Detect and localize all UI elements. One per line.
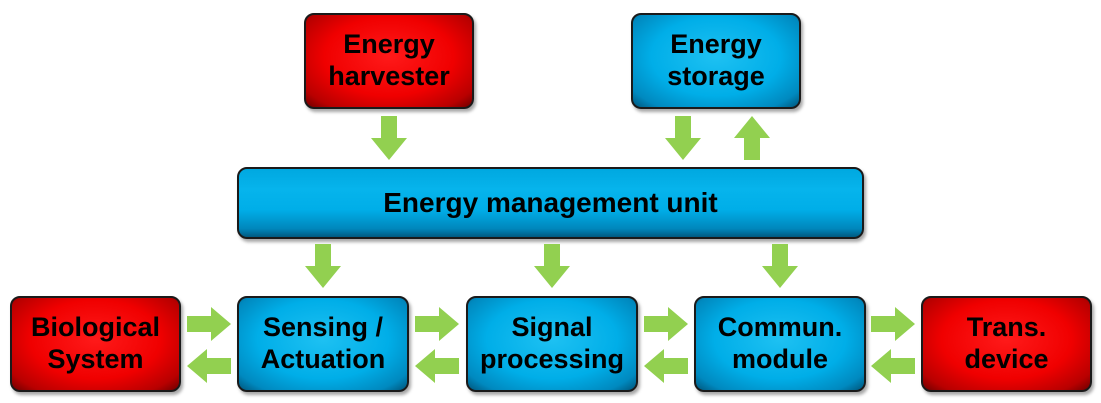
- arrow-sensing-to-bio: [187, 349, 231, 383]
- commun-module-label: Commun. module: [717, 312, 843, 374]
- sensing-actuation-block: Sensing / Actuation: [237, 296, 409, 392]
- energy-management-unit-label: Energy management unit: [383, 187, 718, 219]
- trans-device-label: Trans. device: [964, 312, 1049, 374]
- arrow-emu-to-signal: [534, 244, 570, 288]
- arrow-signal-to-commun: [644, 307, 688, 341]
- arrow-emu-to-storage: [734, 116, 770, 160]
- energy-harvester-label: Energy harvester: [328, 29, 450, 91]
- arrow-signal-to-sensing: [415, 349, 459, 383]
- energy-management-unit-block: Energy management unit: [237, 167, 864, 239]
- arrow-trans-to-commun: [871, 349, 915, 383]
- trans-device-block: Trans. device: [921, 296, 1092, 392]
- sensing-actuation-label: Sensing / Actuation: [260, 312, 386, 374]
- biological-system-block: Biological System: [10, 296, 181, 392]
- arrow-emu-to-commun: [762, 244, 798, 288]
- arrow-harvester-to-emu: [371, 116, 407, 160]
- energy-storage-label: Energy storage: [667, 29, 765, 91]
- arrow-commun-to-signal: [644, 349, 688, 383]
- arrow-storage-to-emu: [665, 116, 701, 160]
- arrow-sensing-to-signal: [415, 307, 459, 341]
- arrow-commun-to-trans: [871, 307, 915, 341]
- signal-processing-block: Signal processing: [466, 296, 638, 392]
- biological-system-label: Biological System: [30, 312, 160, 374]
- commun-module-block: Commun. module: [694, 296, 866, 392]
- arrow-bio-to-sensing: [187, 307, 231, 341]
- energy-harvester-block: Energy harvester: [304, 13, 474, 109]
- energy-storage-block: Energy storage: [631, 13, 801, 109]
- signal-processing-label: Signal processing: [479, 312, 625, 374]
- arrow-emu-to-sensing: [305, 244, 341, 288]
